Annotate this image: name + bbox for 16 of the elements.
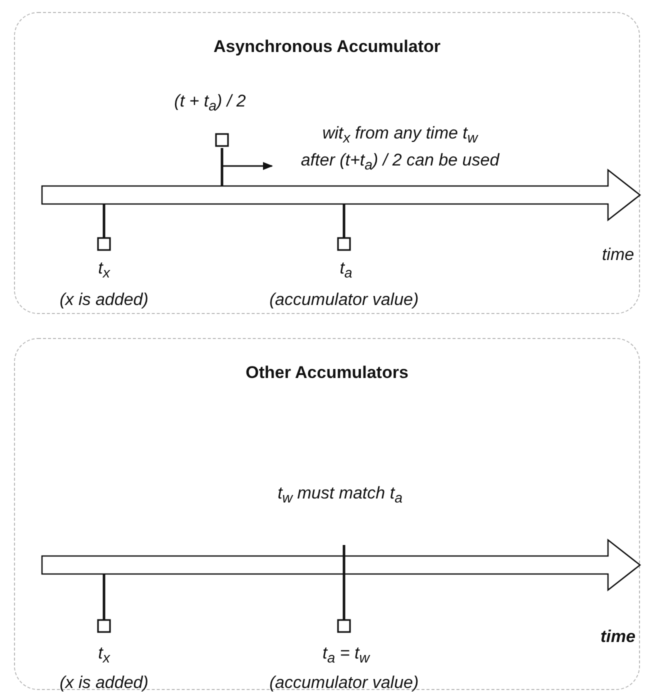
event-caption: (x is added) bbox=[60, 673, 148, 693]
time-label: t$_{x}$ bbox=[98, 643, 110, 667]
note-text: after (t+t$_{a}$) / 2 can be used bbox=[300, 150, 500, 174]
panel-title: Asynchronous Accumulator bbox=[213, 37, 441, 57]
panel-title: Other Accumulators bbox=[246, 363, 408, 383]
event-caption: (accumulator value) bbox=[269, 673, 419, 693]
time-label: (t + t$_{a}$) / 2 bbox=[174, 91, 246, 115]
axis-label: time bbox=[600, 627, 636, 647]
event-caption: (x is added) bbox=[60, 290, 148, 310]
time-label: t$_{a}$ = t$_{w}$ bbox=[322, 643, 370, 667]
note-text: t$_{w}$ must match t$_{a}$ bbox=[278, 483, 402, 507]
event-caption: (accumulator value) bbox=[269, 290, 419, 310]
time-label: t$_{a}$ bbox=[340, 258, 352, 282]
axis-label: time bbox=[602, 245, 634, 265]
time-label: t$_{x}$ bbox=[98, 258, 110, 282]
note-text: wit$_{x}$ from any time t$_{w}$ bbox=[322, 123, 478, 147]
